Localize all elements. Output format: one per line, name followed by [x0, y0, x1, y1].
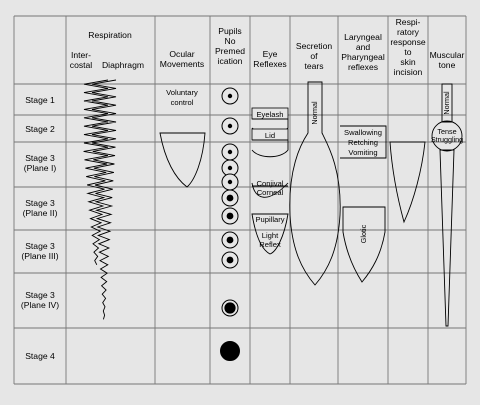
pupil-dot [227, 93, 233, 99]
header-laryngeal-line4: reflexes [348, 62, 378, 72]
pupil-dot [226, 256, 234, 264]
stage-labels: Stage 1 Stage 2 Stage 3 (Plane I) Stage … [21, 95, 59, 361]
header-resp-response-line5: skin [400, 57, 416, 67]
voluntary-label-line1: Voluntary [166, 88, 198, 97]
stage-sublabel: (Plane IV) [21, 300, 59, 310]
pupil-dot [224, 302, 236, 314]
pupillary-label: Pupillary [255, 215, 284, 224]
stage-label: Stage 3 [25, 198, 55, 208]
header-laryngeal-line1: Laryngeal [344, 32, 382, 42]
pupils-column [220, 87, 240, 361]
pupil-dot [226, 212, 234, 220]
header-pupils-line2: No [225, 36, 236, 46]
voluntary-label-line2: control [171, 98, 194, 107]
table-grid [13, 15, 467, 385]
light-reflex-label-line2: Reflex [259, 240, 281, 249]
pupil-dot [227, 123, 233, 129]
header-resp-response-line3: response [390, 37, 426, 47]
header-laryngeal-line3: Pharyngeal [341, 52, 385, 62]
pupillary-shape [251, 213, 289, 255]
header-tears-line1: Secretion [296, 41, 333, 51]
muscular-tone-column: Normal Tense Struggling [431, 83, 463, 327]
pupil-dot [227, 179, 233, 185]
header-diaphragm: Diaphragm [102, 60, 144, 70]
stage-label: Stage 3 [25, 153, 55, 163]
header-intercostal-line2: costal [70, 60, 93, 70]
header-eye-line1: Eye [263, 49, 278, 59]
header-intercostal-line1: Inter- [71, 50, 91, 60]
vomiting-label: Vomiting [348, 148, 377, 157]
respiration-traces [83, 79, 117, 320]
pupil-dot [226, 194, 234, 202]
pupil-dot [227, 149, 233, 155]
column-headers: Respiration Inter- costal Diaphragm Ocul… [70, 17, 465, 77]
header-resp-response-line4: to [404, 47, 411, 57]
retching-label: Retching [348, 138, 378, 147]
muscle-taper [439, 149, 455, 327]
muscle-normal-label: Normal [442, 91, 451, 115]
header-muscular-line1: Muscular [430, 50, 465, 60]
pupil-dot [227, 165, 233, 171]
header-resp-response-line1: Respi- [396, 17, 421, 27]
eyelash-label: Eyelash [256, 110, 283, 119]
stage-label: Stage 2 [25, 124, 55, 134]
conjunctival-shape [251, 182, 289, 198]
header-muscular-line2: tone [439, 60, 456, 70]
header-resp-response-line2: ratory [397, 27, 420, 37]
ocular-movements-column: Voluntary control [159, 88, 206, 188]
header-tears-line2: of [310, 51, 318, 61]
eye-reflexes-column: Eyelash Lid Conjival Corneal Pupillary L… [251, 107, 289, 255]
pupil-dot [226, 236, 234, 244]
light-reflex-label-line1: Light [262, 231, 279, 240]
tears-column: Normal [289, 81, 341, 286]
stage-label: Stage 1 [25, 95, 55, 105]
intercostal-zigzag [83, 79, 109, 266]
stage-label: Stage 3 [25, 290, 55, 300]
header-pupils-line1: Pupils [218, 26, 241, 36]
header-laryngeal-line2: and [356, 42, 371, 52]
header-ocular-line1: Ocular [169, 49, 194, 59]
stage-sublabel: (Plane I) [24, 163, 57, 173]
header-ocular-line2: Movements [160, 59, 204, 69]
tense-struggling-circle [431, 120, 463, 152]
tense-label-line2: Struggling [431, 135, 463, 144]
header-eye-line2: Reflexes [253, 59, 286, 69]
swallowing-label: Swallowing [344, 128, 382, 137]
skin-incision-shape [389, 141, 426, 224]
skin-incision-column [389, 141, 426, 224]
conjunctival-label: Conjival [256, 179, 283, 188]
swallowing-box [340, 125, 387, 159]
diaphragm-zigzag [91, 79, 117, 320]
lid-shape [251, 139, 289, 158]
lid-label: Lid [265, 131, 275, 140]
header-resp-response-line6: incision [394, 67, 423, 77]
tears-normal-label: Normal [310, 101, 319, 125]
stage-sublabel: (Plane II) [23, 208, 58, 218]
glotic-shape [342, 206, 386, 283]
header-pupils-line4: ication [218, 56, 243, 66]
header-respiration: Respiration [88, 30, 132, 40]
corneal-label: Corneal [257, 188, 284, 197]
stage-label: Stage 4 [25, 351, 55, 361]
laryngeal-column: Swallowing Retching Vomiting Glotic [340, 125, 387, 283]
tense-label-line1: Tense [437, 127, 456, 136]
stage-sublabel: (Plane III) [21, 251, 58, 261]
ocular-eye-shape [159, 132, 206, 188]
header-tears-line3: tears [304, 61, 323, 71]
header-pupils-line3: Premed [215, 46, 245, 56]
tears-spindle [289, 81, 341, 286]
glotic-label: Glotic [359, 224, 368, 243]
stage-label: Stage 3 [25, 241, 55, 251]
pupil-iris [220, 341, 240, 361]
